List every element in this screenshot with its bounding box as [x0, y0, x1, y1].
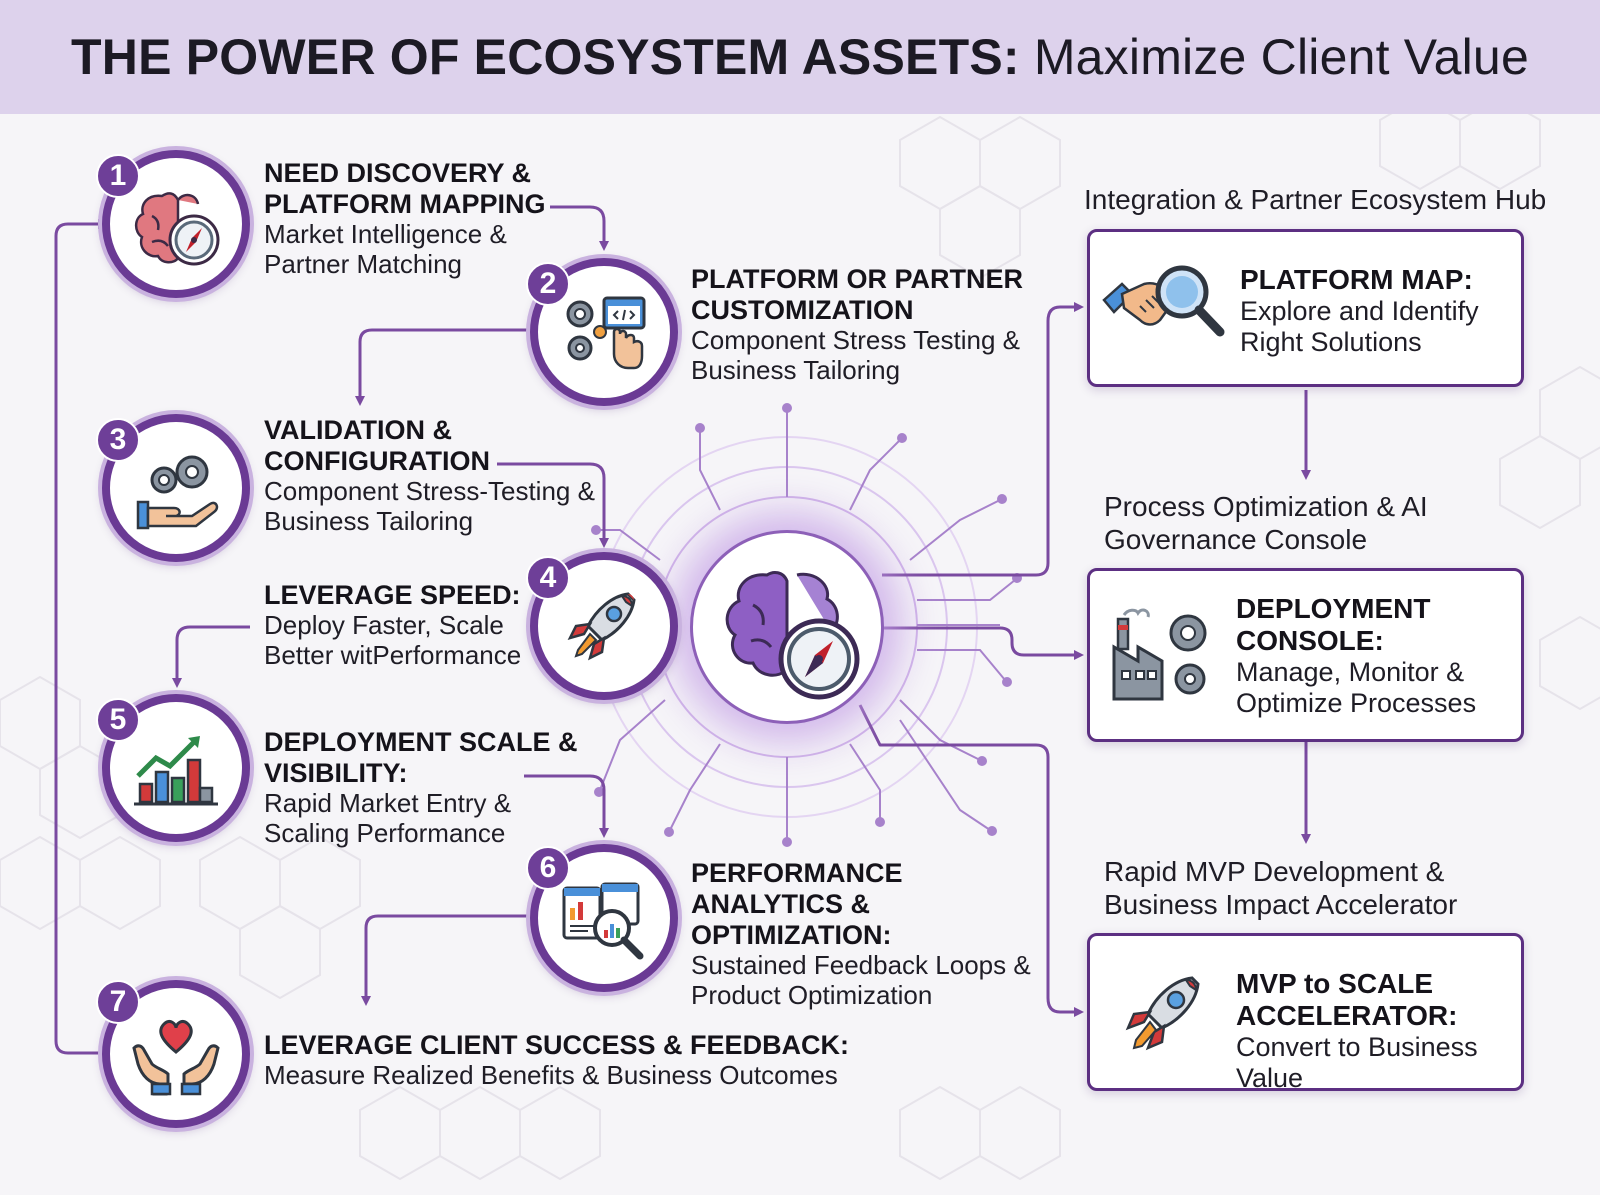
brain-compass-icon: [134, 192, 220, 266]
step-3-text: VALIDATION & CONFIGURATION Component Str…: [264, 415, 604, 537]
rocket-icon: [1125, 976, 1200, 1051]
step-2-subtitle: Component Stress Testing & Business Tail…: [691, 325, 1021, 385]
step-4-title: LEVERAGE SPEED:: [264, 580, 521, 610]
growth-chart-icon: [134, 736, 218, 806]
mvp-accelerator-card: MVP to SCALE ACCELERATOR: Convert to Bus…: [1087, 933, 1526, 1093]
step-3-number: 3: [109, 423, 127, 456]
step-2-title: PLATFORM OR PARTNER CUSTOMIZATION: [691, 264, 1023, 326]
step-5-title: DEPLOYMENT SCALE & VISIBILITY:: [264, 727, 578, 789]
step-2-text: PLATFORM OR PARTNER CUSTOMIZATION Compon…: [691, 264, 1031, 386]
page-title-regular: Maximize Client Value: [1033, 29, 1529, 85]
deployment-console-card: DEPLOYMENT CONSOLE: Manage, Monitor & Op…: [1087, 568, 1524, 742]
brain-compass-hub-icon: [725, 571, 860, 700]
platform-map-description: Explore and Identify Right Solutions: [1240, 295, 1479, 357]
step-6-icon-circle: [530, 844, 678, 992]
page-title-bold: THE POWER OF ECOSYSTEM ASSETS:: [71, 29, 1020, 85]
deployment-console-description: Manage, Monitor & Optimize Processes: [1236, 656, 1477, 718]
deployment-console-text: DEPLOYMENT CONSOLE: Manage, Monitor & Op…: [1236, 593, 1506, 718]
step-4-subtitle: Deploy Faster, Scale Better witPerforman…: [264, 610, 522, 670]
rocket-icon: [567, 592, 636, 661]
step-6-subtitle: Sustained Feedback Loops & Product Optim…: [691, 950, 1031, 1011]
step-7-title: LEVERAGE CLIENT SUCCESS & FEEDBACK:: [264, 1030, 850, 1060]
step-7-subtitle: Measure Realized Benefits & Business Out…: [264, 1060, 838, 1091]
step-5-text: DEPLOYMENT SCALE & VISIBILITY: Rapid Mar…: [264, 727, 724, 849]
hands-heart-icon: [132, 1020, 220, 1096]
deployment-console-title: DEPLOYMENT CONSOLE:: [1236, 593, 1431, 656]
platform-map-text: PLATFORM MAP: Explore and Identify Right…: [1240, 264, 1510, 357]
step-3-title: VALIDATION & CONFIGURATION: [264, 415, 490, 477]
step-4-number: 4: [539, 561, 557, 594]
handshake-magnifier-icon: [1102, 265, 1225, 337]
analytics-magnifier-icon: [562, 882, 644, 960]
step-5-number: 5: [109, 703, 127, 736]
center-hub: [690, 530, 884, 724]
step-7-number-badge: 7: [96, 980, 140, 1024]
step-5-subtitle: Rapid Market Entry & Scaling Performance: [264, 788, 512, 848]
step-4-number-badge: 4: [526, 556, 570, 600]
step-6-text: PERFORMANCE ANALYTICS & OPTIMIZATION: Su…: [691, 858, 1036, 1011]
step-1-number: 1: [109, 159, 127, 192]
hub-label-integration: Integration & Partner Ecosystem Hub: [1084, 184, 1547, 215]
mvp-accelerator-title: MVP to SCALE ACCELERATOR:: [1236, 968, 1458, 1031]
step-6-title: PERFORMANCE ANALYTICS & OPTIMIZATION:: [691, 858, 903, 951]
step-1-title: NEED DISCOVERY & PLATFORM MAPPING: [264, 158, 546, 220]
hub-label-rapid-mvp: Rapid MVP Development & Business Impact …: [1104, 856, 1458, 921]
header-banner: THE POWER OF ECOSYSTEM ASSETS: Maximize …: [0, 0, 1600, 114]
step-3-subtitle: Component Stress-Testing & Business Tail…: [264, 476, 595, 536]
platform-map-card: PLATFORM MAP: Explore and Identify Right…: [1087, 229, 1524, 387]
gears-code-hand-icon: [566, 296, 646, 370]
step-7-number: 7: [109, 985, 127, 1018]
hub-label-process-optimization: Process Optimization & AI Governance Con…: [1104, 491, 1428, 556]
hand-gears-icon: [136, 455, 219, 530]
mvp-accelerator-text: MVP to SCALE ACCELERATOR: Convert to Bus…: [1236, 968, 1526, 1093]
platform-map-title: PLATFORM MAP:: [1240, 264, 1473, 295]
step-2-number: 2: [539, 267, 557, 300]
step-2-number-badge: 2: [526, 262, 570, 306]
step-7-text: LEVERAGE CLIENT SUCCESS & FEEDBACK: Meas…: [264, 1030, 864, 1091]
factory-gears-icon: [1112, 608, 1207, 701]
step-6-number-badge: 6: [526, 846, 570, 890]
step-2-icon-circle: [530, 258, 678, 406]
step-6-number: 6: [539, 851, 557, 884]
step-4-text: LEVERAGE SPEED: Deploy Faster, Scale Bet…: [264, 580, 534, 671]
step-1-text: NEED DISCOVERY & PLATFORM MAPPING Market…: [264, 158, 554, 280]
step-1-number-badge: 1: [96, 154, 140, 198]
mvp-accelerator-description: Convert to Business Value: [1236, 1031, 1478, 1093]
page-title: THE POWER OF ECOSYSTEM ASSETS: Maximize …: [71, 28, 1529, 86]
step-1-subtitle: Market Intelligence & Partner Matching: [264, 219, 507, 279]
step-5-number-badge: 5: [96, 698, 140, 742]
step-3-number-badge: 3: [96, 418, 140, 462]
